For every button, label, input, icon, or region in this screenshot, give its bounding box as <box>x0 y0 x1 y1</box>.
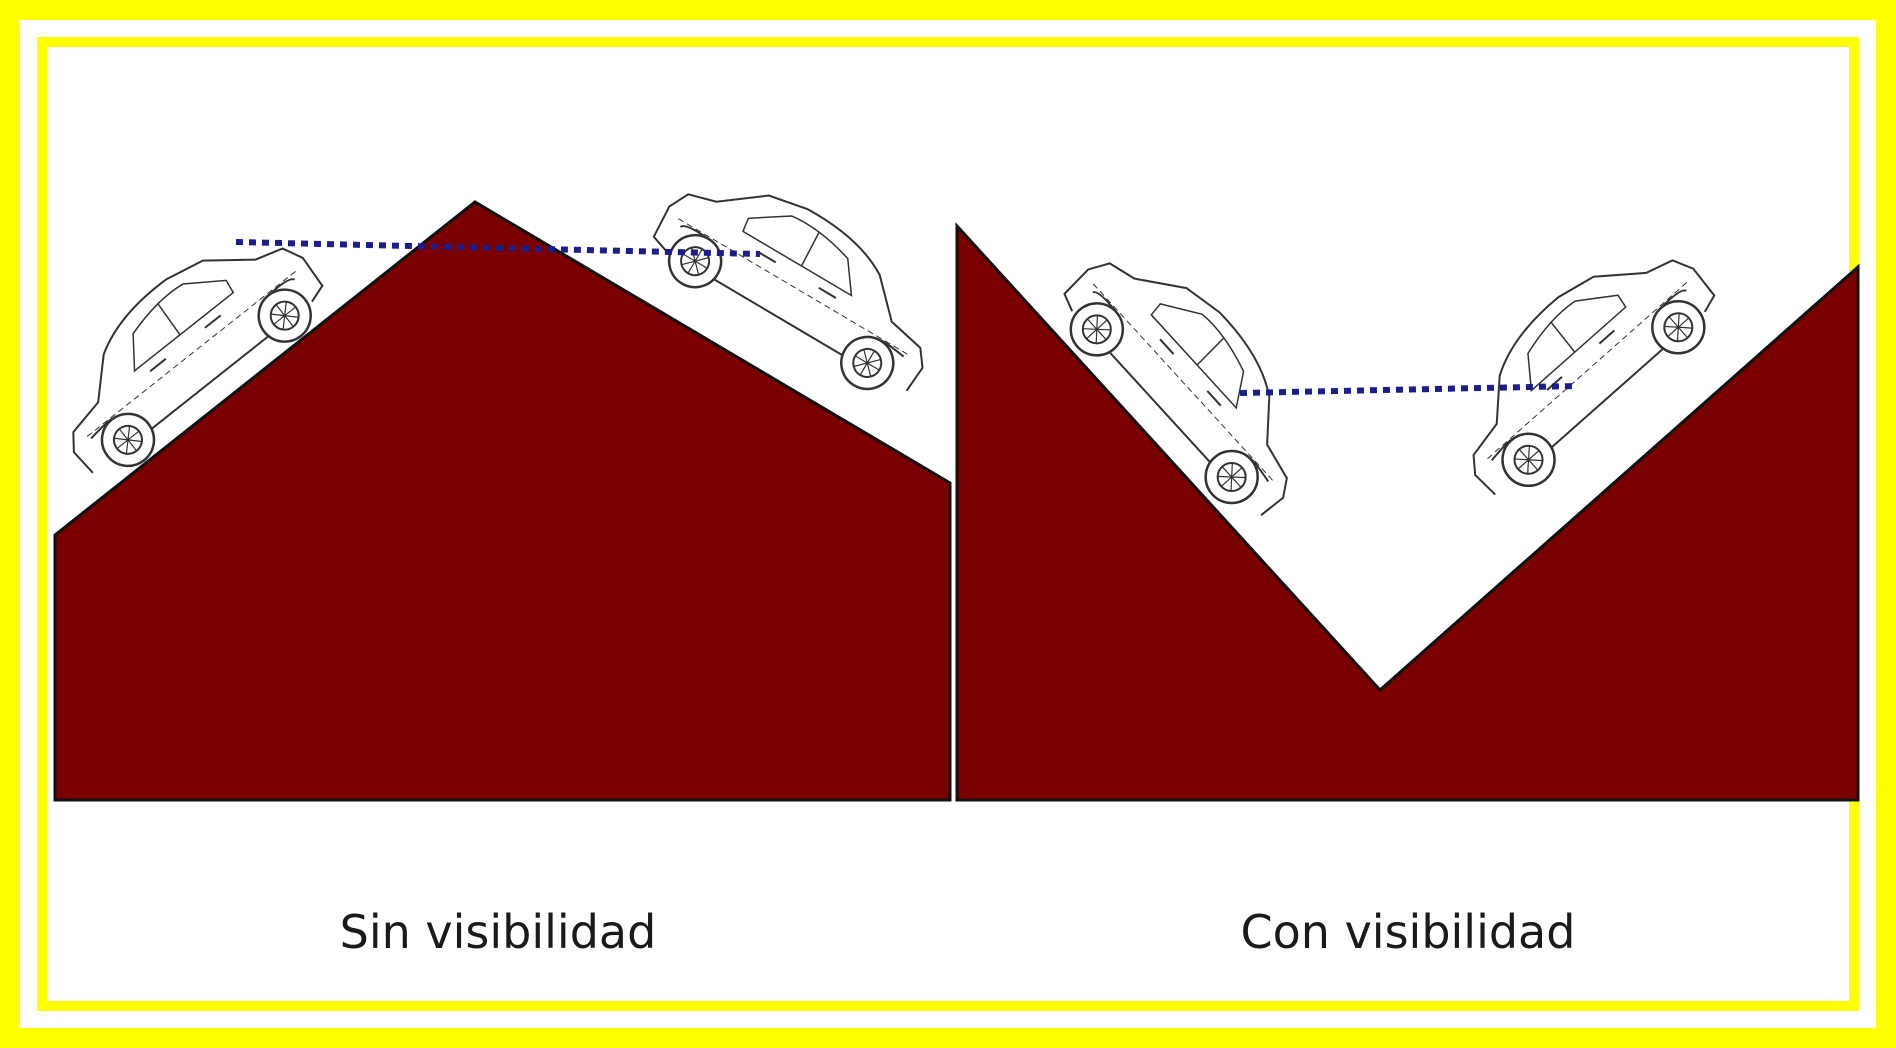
valley-terrain <box>955 222 1860 802</box>
caption-no-visibility: Sin visibilidad <box>339 905 657 959</box>
caption-with-visibility: Con visibilidad <box>1240 905 1576 959</box>
clear-sightline <box>1239 383 1579 396</box>
crest-terrain <box>53 200 952 802</box>
left-panel <box>24 146 964 802</box>
blocked-sightline <box>235 239 761 257</box>
right-panel <box>955 216 1860 802</box>
